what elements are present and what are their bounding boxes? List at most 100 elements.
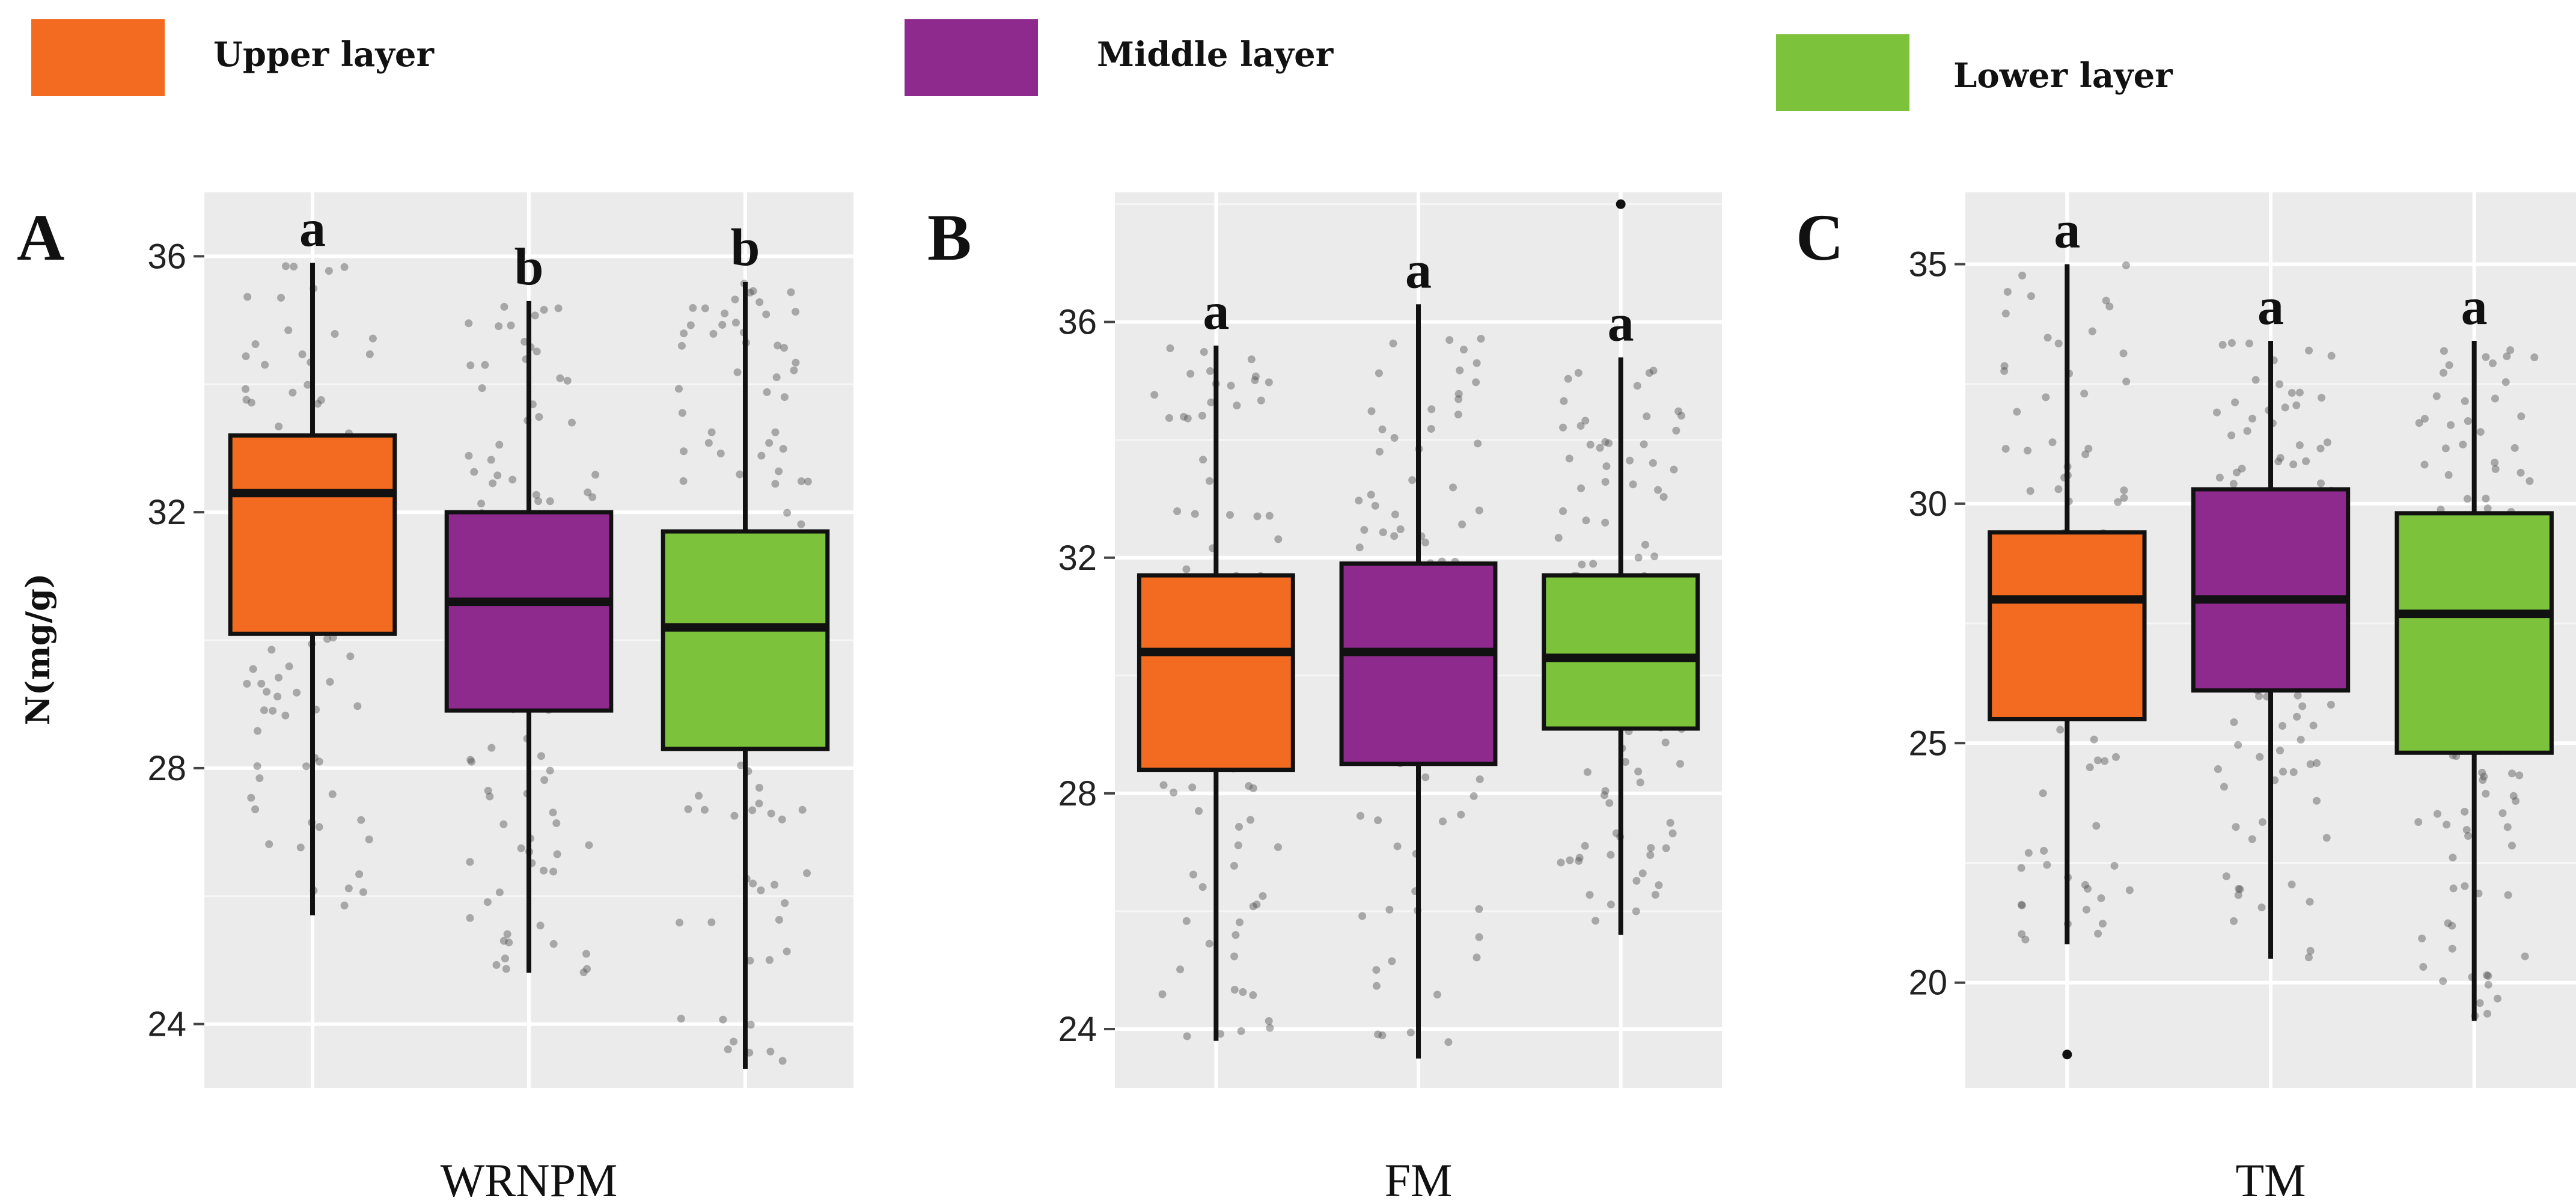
jitter-point: [2255, 692, 2263, 700]
jitter-point: [1626, 456, 1634, 465]
jitter-point: [247, 793, 255, 802]
jitter-point: [1237, 1027, 1245, 1035]
jitter-point: [2234, 891, 2242, 899]
jitter-point: [2476, 428, 2485, 436]
jitter-point: [1182, 917, 1191, 925]
jitter-point: [1655, 881, 1663, 890]
jitter-point: [2313, 759, 2321, 768]
panel-letter-b: B: [927, 201, 971, 274]
jitter-point: [781, 899, 789, 908]
jitter-point: [2013, 408, 2021, 416]
jitter-point: [585, 841, 593, 849]
box: [1988, 530, 2147, 721]
jitter-point: [721, 310, 729, 318]
jitter-point: [470, 468, 478, 476]
jitter-point: [468, 757, 476, 766]
jitter-point: [1457, 810, 1465, 819]
jitter-point: [2289, 768, 2298, 776]
jitter-point: [1378, 425, 1387, 433]
box: [1542, 573, 1700, 731]
jitter-point: [765, 956, 774, 964]
jitter-point: [2018, 930, 2026, 938]
jitter-point: [484, 786, 492, 795]
jitter-point: [1427, 424, 1435, 433]
jitter-point: [1375, 447, 1384, 456]
jitter-point: [2026, 487, 2034, 495]
box: [2394, 511, 2554, 755]
jitter-point: [2294, 691, 2302, 700]
jitter-point: [2054, 485, 2063, 494]
jitter-point: [2462, 826, 2471, 834]
jitter-point: [288, 388, 297, 397]
jitter-point: [746, 289, 754, 297]
jitter-point: [1205, 940, 1213, 948]
jitter-point: [2293, 712, 2301, 721]
jitter-point: [493, 471, 502, 480]
jitter-point: [532, 490, 540, 499]
jitter-point: [2220, 783, 2228, 791]
jitter-point: [1650, 552, 1659, 561]
jitter-point: [495, 322, 503, 331]
jitter-point: [2122, 377, 2131, 386]
jitter-point: [540, 305, 548, 314]
jitter-point: [2420, 415, 2429, 423]
jitter-point: [1179, 412, 1188, 421]
jitter-point: [2302, 457, 2310, 465]
jitter-point: [2243, 427, 2251, 435]
jitter-point: [552, 819, 561, 827]
jitter-point: [762, 310, 771, 319]
jitter-point: [499, 820, 508, 828]
jitter-point: [2433, 810, 2441, 818]
significance-letter: a: [2461, 278, 2488, 336]
jitter-point: [2276, 454, 2285, 462]
jitter-point: [772, 373, 781, 382]
jitter-point: [1577, 484, 1586, 492]
jitter-point: [1265, 378, 1273, 387]
jitter-point: [1233, 402, 1241, 410]
jitter-point: [579, 968, 588, 977]
jitter-point: [501, 954, 509, 962]
jitter-point: [500, 302, 508, 311]
jitter-point: [2316, 479, 2325, 487]
jitter-point: [489, 479, 497, 487]
jitter-point: [2419, 963, 2428, 971]
jitter-point: [2461, 807, 2469, 816]
jitter-point: [2090, 735, 2098, 744]
jitter-point: [499, 937, 508, 945]
jitter-point: [2491, 459, 2499, 467]
jitter-point: [556, 374, 564, 382]
jitter-point: [2461, 397, 2469, 405]
y-tick-label: 32: [147, 493, 186, 532]
jitter-point: [686, 321, 695, 329]
x-axis-title: TM: [2236, 1154, 2306, 1204]
jitter-point: [296, 843, 305, 852]
jitter-point: [2235, 884, 2243, 893]
jitter-point: [2122, 261, 2130, 269]
jitter-point: [2027, 292, 2035, 301]
jitter-point: [2526, 477, 2534, 485]
jitter-point: [1575, 857, 1583, 865]
jitter-point: [2102, 296, 2110, 305]
jitter-point: [700, 805, 709, 814]
jitter-point: [2279, 768, 2288, 776]
jitter-point: [1445, 336, 1454, 344]
legend-swatch-middle: [905, 19, 1038, 96]
jitter-point: [537, 752, 545, 760]
jitter-point: [1249, 902, 1257, 911]
jitter-point: [1607, 851, 1615, 859]
jitter-point: [1634, 554, 1643, 562]
jitter-point: [2506, 346, 2515, 355]
jitter-point: [2227, 339, 2236, 347]
jitter-point: [1253, 512, 1262, 521]
jitter-point: [680, 329, 688, 338]
jitter-point: [2236, 885, 2244, 894]
jitter-point: [583, 965, 591, 973]
jitter-point: [736, 470, 744, 478]
jitter-point: [2484, 980, 2492, 989]
jitter-point: [1645, 368, 1653, 377]
jitter-point: [1476, 775, 1484, 783]
jitter-point: [2098, 920, 2107, 928]
jitter-point: [273, 692, 282, 701]
significance-letter: b: [731, 219, 760, 277]
